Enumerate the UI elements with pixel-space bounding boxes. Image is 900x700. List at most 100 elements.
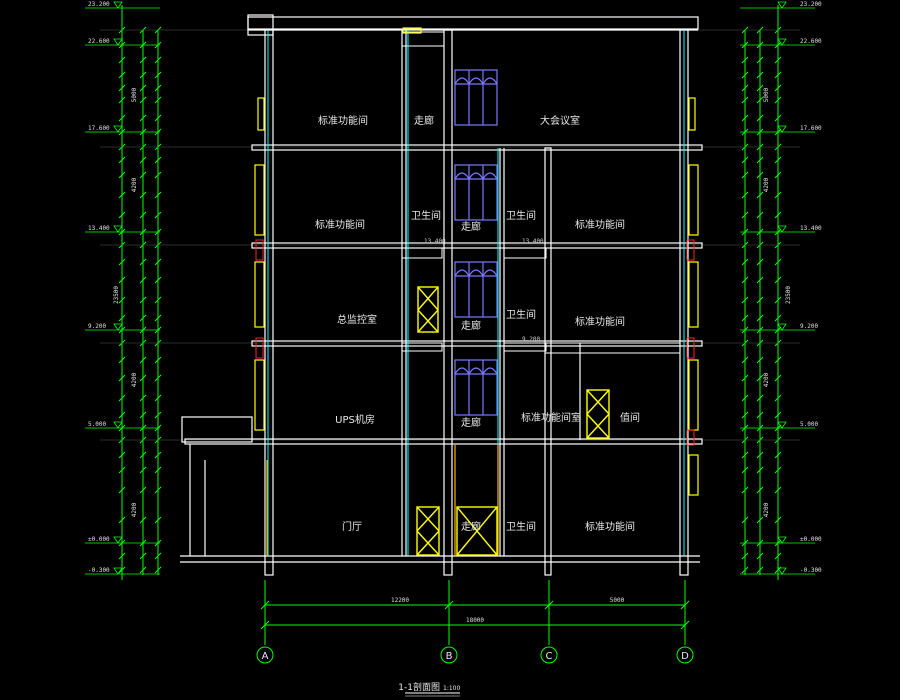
tick xyxy=(118,566,126,574)
tick xyxy=(741,114,749,122)
elevation-label: 9.200 xyxy=(88,323,106,330)
elevation-left-5: 5.000 xyxy=(85,421,160,429)
elevation-label: 13.400 xyxy=(800,225,822,232)
tick xyxy=(741,258,749,266)
tick xyxy=(741,356,749,364)
axis-label: C xyxy=(546,651,553,662)
elevation-label: 17.600 xyxy=(88,125,110,132)
storey-dim-3: 4200 xyxy=(131,372,138,387)
tick xyxy=(118,411,126,419)
tick xyxy=(154,314,162,322)
tick xyxy=(774,84,782,92)
tick xyxy=(139,156,147,164)
tick xyxy=(774,156,782,164)
dim-total: 18000 xyxy=(466,617,484,624)
tick xyxy=(118,451,126,459)
storey-dim-r3: 4200 xyxy=(763,372,770,387)
tick xyxy=(139,191,147,199)
tick xyxy=(774,171,782,179)
tick xyxy=(756,84,764,92)
tick xyxy=(756,276,764,284)
left-dimension-chains xyxy=(121,5,159,580)
tick xyxy=(741,552,749,560)
storey-dim-r5: 5000 xyxy=(763,87,770,102)
corridor-windows xyxy=(454,69,498,416)
tick xyxy=(118,211,126,219)
tick xyxy=(139,374,147,382)
elevation-left-0: 23.200 xyxy=(85,1,160,9)
tick xyxy=(139,56,147,64)
storey-dim-r2: 4200 xyxy=(763,502,770,517)
tick xyxy=(741,276,749,284)
tick xyxy=(756,296,764,304)
tick xyxy=(139,516,147,524)
room-label-19: 标准功能间 xyxy=(585,520,635,533)
room-label-5: 走廊 xyxy=(461,220,481,233)
title-scale: 1:100 xyxy=(443,685,460,692)
tick xyxy=(774,96,782,104)
tick xyxy=(139,411,147,419)
room-labels: 标准功能间走廊大会议室标准功能间卫生间走廊卫生间标准功能间总监控室走廊卫生间标准… xyxy=(315,114,640,533)
yellow-facade xyxy=(254,27,699,556)
total-height-left: 23500 xyxy=(113,286,120,304)
tick xyxy=(139,96,147,104)
tick xyxy=(118,276,126,284)
tick xyxy=(756,466,764,474)
tick xyxy=(756,516,764,524)
tick xyxy=(118,191,126,199)
tick xyxy=(118,314,126,322)
tick xyxy=(741,411,749,419)
tick xyxy=(118,114,126,122)
tick xyxy=(154,356,162,364)
room-label-4: 卫生间 xyxy=(411,209,441,222)
elevation-left-1: 22.600 xyxy=(85,38,160,46)
tick xyxy=(118,466,126,474)
elevation-label: -0.300 xyxy=(88,567,110,574)
doors xyxy=(416,286,610,556)
tick xyxy=(756,486,764,494)
tick xyxy=(756,56,764,64)
beam-drops xyxy=(401,31,681,354)
tick xyxy=(118,56,126,64)
tick xyxy=(756,114,764,122)
tick xyxy=(139,394,147,402)
dimension-ticks xyxy=(118,26,782,574)
tick xyxy=(139,114,147,122)
tick xyxy=(154,411,162,419)
tick xyxy=(154,552,162,560)
tick xyxy=(118,486,126,494)
axis-bubble-B: B xyxy=(440,646,458,664)
tick xyxy=(154,516,162,524)
svg-text:13.400: 13.400 xyxy=(522,238,544,245)
tick xyxy=(774,276,782,284)
tick xyxy=(774,466,782,474)
storey-dim-5: 5000 xyxy=(131,87,138,102)
room-label-15: 值间 xyxy=(620,411,640,424)
door-duty-room xyxy=(586,389,610,439)
tick xyxy=(756,451,764,459)
tick xyxy=(774,71,782,79)
axis-bubble-D: D xyxy=(676,646,694,664)
room-label-11: 标准功能间 xyxy=(575,315,625,328)
tick xyxy=(774,451,782,459)
elevation-label: -0.300 xyxy=(800,567,822,574)
svg-text:9.200: 9.200 xyxy=(522,336,540,343)
tick xyxy=(139,71,147,79)
red-equipment xyxy=(255,239,695,446)
tick xyxy=(774,374,782,382)
corridor-window-4 xyxy=(454,359,498,416)
tick xyxy=(154,394,162,402)
elevation-label: 22.600 xyxy=(800,38,822,45)
elevation-left-6: ±0.000 xyxy=(85,536,160,544)
tick xyxy=(154,374,162,382)
tick xyxy=(139,466,147,474)
tick xyxy=(154,114,162,122)
tick xyxy=(154,84,162,92)
room-label-9: 走廊 xyxy=(461,319,481,332)
tick xyxy=(756,566,764,574)
tick xyxy=(154,486,162,494)
elevation-left-2: 17.600 xyxy=(85,125,160,133)
elevation-label: 23.200 xyxy=(88,1,110,8)
tick xyxy=(118,374,126,382)
title-text: 1-1剖面图 xyxy=(398,681,440,693)
